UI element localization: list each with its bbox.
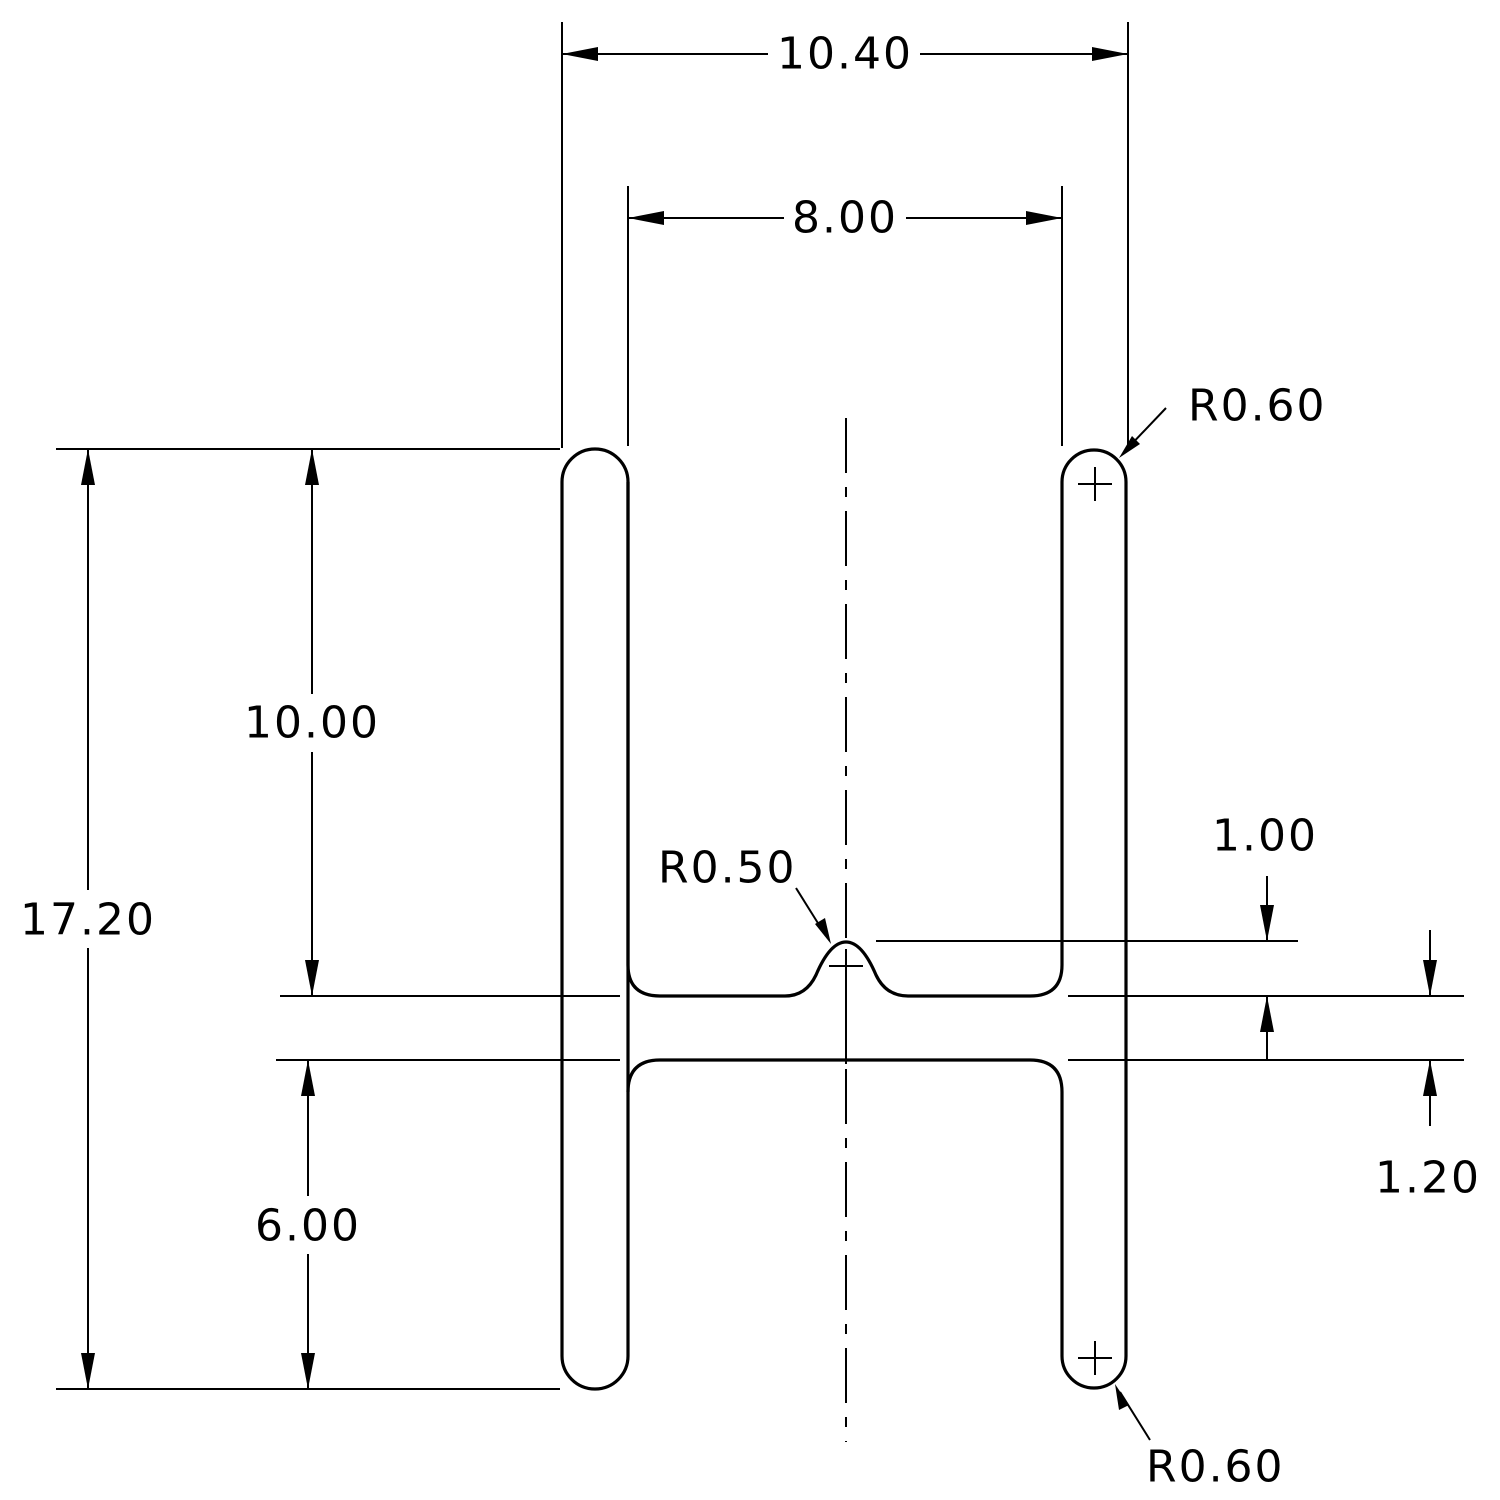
radius-bump-label: R0.50 [658, 843, 797, 894]
left-leg [560, 447, 630, 1391]
dim-overall-height: 17.20 [20, 449, 156, 1389]
dim-bump-height: 1.00 [1212, 811, 1318, 1060]
dim-bump-height-label: 1.00 [1212, 811, 1318, 862]
dim-overall-width-label: 10.40 [777, 29, 913, 80]
radius-callout-bottom-right: R0.60 [1115, 1384, 1285, 1493]
center-mark-bottom-right [1078, 1341, 1112, 1375]
dim-overall-height-label: 17.20 [20, 895, 156, 946]
radius-callout-top-right: R0.60 [1119, 381, 1327, 458]
dim-lower-height: 6.00 [255, 1060, 361, 1389]
dim-inner-width: 8.00 [628, 193, 1062, 244]
part-outline [560, 447, 1128, 1391]
dim-upper-height-label: 10.00 [244, 698, 380, 749]
dim-inner-width-label: 8.00 [792, 193, 898, 244]
right-upper-profile [626, 448, 1128, 1390]
dim-lower-height-label: 6.00 [255, 1201, 361, 1252]
radius-top-right-label: R0.60 [1188, 381, 1327, 432]
center-mark-bump [829, 949, 863, 1064]
dim-upper-height: 10.00 [244, 449, 380, 996]
dim-bar-thickness-label: 1.20 [1375, 1153, 1481, 1204]
radius-callout-bump: R0.50 [658, 843, 831, 944]
radius-bottom-right-label: R0.60 [1146, 1442, 1285, 1493]
dim-overall-width: 10.40 [562, 29, 1128, 80]
center-mark-top-right [1078, 467, 1112, 501]
dim-bar-thickness: 1.20 [1375, 930, 1481, 1204]
